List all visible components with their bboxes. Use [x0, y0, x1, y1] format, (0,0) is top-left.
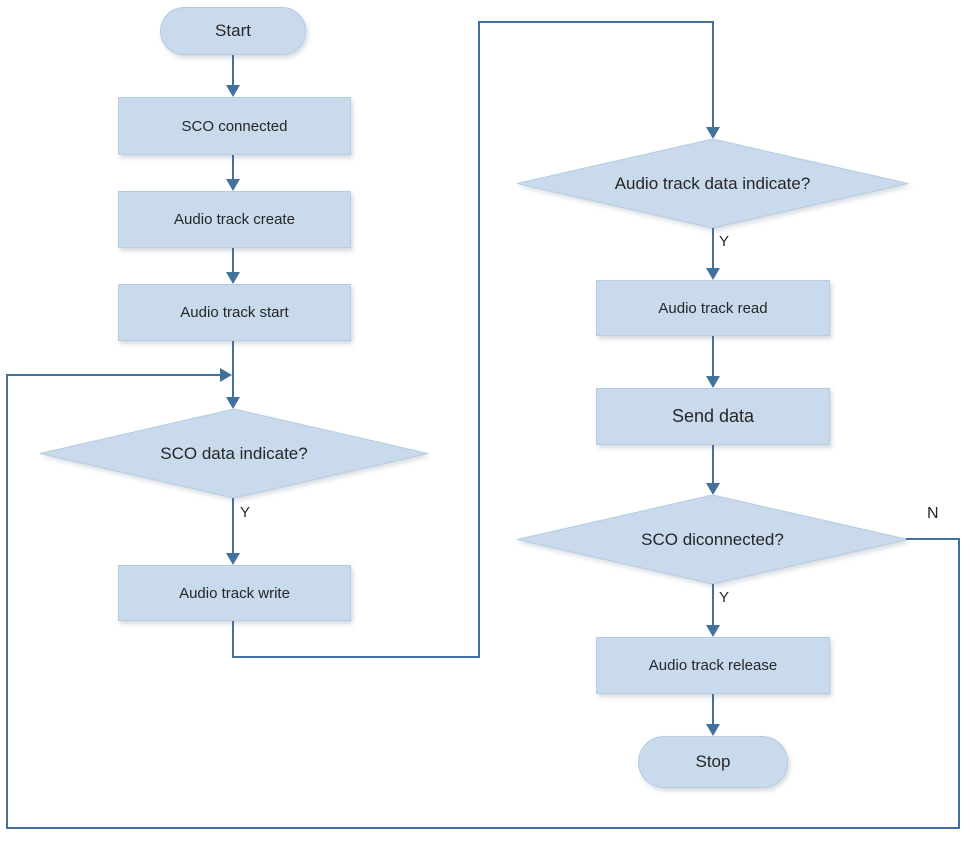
node-audio-track-release-label: Audio track release: [648, 657, 778, 674]
connector-no-out: [906, 538, 960, 540]
connector-create-to-start: [232, 248, 234, 272]
arrowhead-down-icon: [226, 397, 240, 409]
connector-sco-indicate-to-write: [232, 498, 234, 553]
diamond-shape: [517, 139, 908, 228]
arrowhead-right-icon: [220, 368, 232, 382]
arrowhead-down-icon: [706, 483, 720, 495]
connector-start-to-sco-indicate: [232, 341, 234, 397]
diamond-shape: [517, 495, 908, 584]
arrowhead-down-icon: [706, 127, 720, 139]
arrowhead-down-icon: [706, 376, 720, 388]
arrowhead-down-icon: [226, 179, 240, 191]
node-audio-track-data-indicate: Audio track data indicate?: [517, 139, 908, 228]
arrowhead-down-icon: [226, 272, 240, 284]
arrowhead-down-icon: [706, 268, 720, 280]
edge-label-yes: Y: [240, 504, 251, 521]
edge-label-yes: Y: [719, 233, 730, 250]
node-stop-label: Stop: [695, 752, 731, 771]
node-audio-track-data-indicate-label: Audio track data indicate?: [614, 173, 811, 193]
connector-diconnected-to-release: [712, 584, 714, 625]
arrowhead-down-icon: [226, 553, 240, 565]
arrowhead-down-icon: [226, 85, 240, 97]
connector-no-rejoin: [6, 374, 220, 376]
node-audio-track-create: Audio track create: [118, 191, 351, 248]
node-audio-track-read: Audio track read: [596, 280, 830, 336]
node-start-label: Start: [215, 21, 251, 40]
node-sco-data-indicate: SCO data indicate?: [40, 409, 428, 498]
node-stop: Stop: [638, 736, 788, 788]
connector-send-to-diconnected: [712, 445, 714, 483]
node-audio-track-start-label: Audio track start: [180, 304, 289, 321]
node-send-data-label: Send data: [671, 406, 755, 426]
node-sco-connected: SCO connected: [118, 97, 351, 155]
arrowhead-down-icon: [706, 724, 720, 736]
connector-write-loop-up: [478, 21, 480, 658]
node-sco-data-indicate-label: SCO data indicate?: [160, 443, 308, 463]
node-sco-diconnected: SCO diconnected?: [517, 495, 908, 584]
connector-data-indicate-to-read: [712, 228, 714, 268]
connector-sco-connected-to-create: [232, 155, 234, 179]
node-audio-track-create-label: Audio track create: [174, 211, 295, 228]
connector-write-loop-down: [232, 621, 234, 658]
connector-write-loop-across: [232, 656, 480, 658]
node-audio-track-write: Audio track write: [118, 565, 351, 621]
diamond-shape: [40, 409, 428, 498]
arrowhead-down-icon: [706, 625, 720, 637]
connector-no-left-up: [6, 374, 8, 829]
connector-read-to-send: [712, 336, 714, 376]
connector-write-loop-top: [478, 21, 714, 23]
connector-release-to-stop: [712, 694, 714, 724]
node-start: Start: [160, 7, 306, 55]
connector-start-to-sco-connected: [232, 55, 234, 85]
node-audio-track-start: Audio track start: [118, 284, 351, 341]
node-audio-track-release: Audio track release: [596, 637, 830, 694]
connector-no-bottom: [6, 827, 960, 829]
connector-no-right-down: [958, 538, 960, 829]
node-audio-track-read-label: Audio track read: [658, 299, 768, 317]
node-sco-diconnected-label: SCO diconnected?: [641, 529, 784, 549]
edge-label-no: N: [927, 505, 939, 522]
node-audio-track-write-label: Audio track write: [179, 584, 290, 602]
node-sco-connected-label: SCO connected: [181, 117, 288, 135]
edge-label-yes: Y: [719, 589, 730, 606]
node-send-data: Send data: [596, 388, 830, 445]
connector-into-data-indicate: [712, 21, 714, 127]
